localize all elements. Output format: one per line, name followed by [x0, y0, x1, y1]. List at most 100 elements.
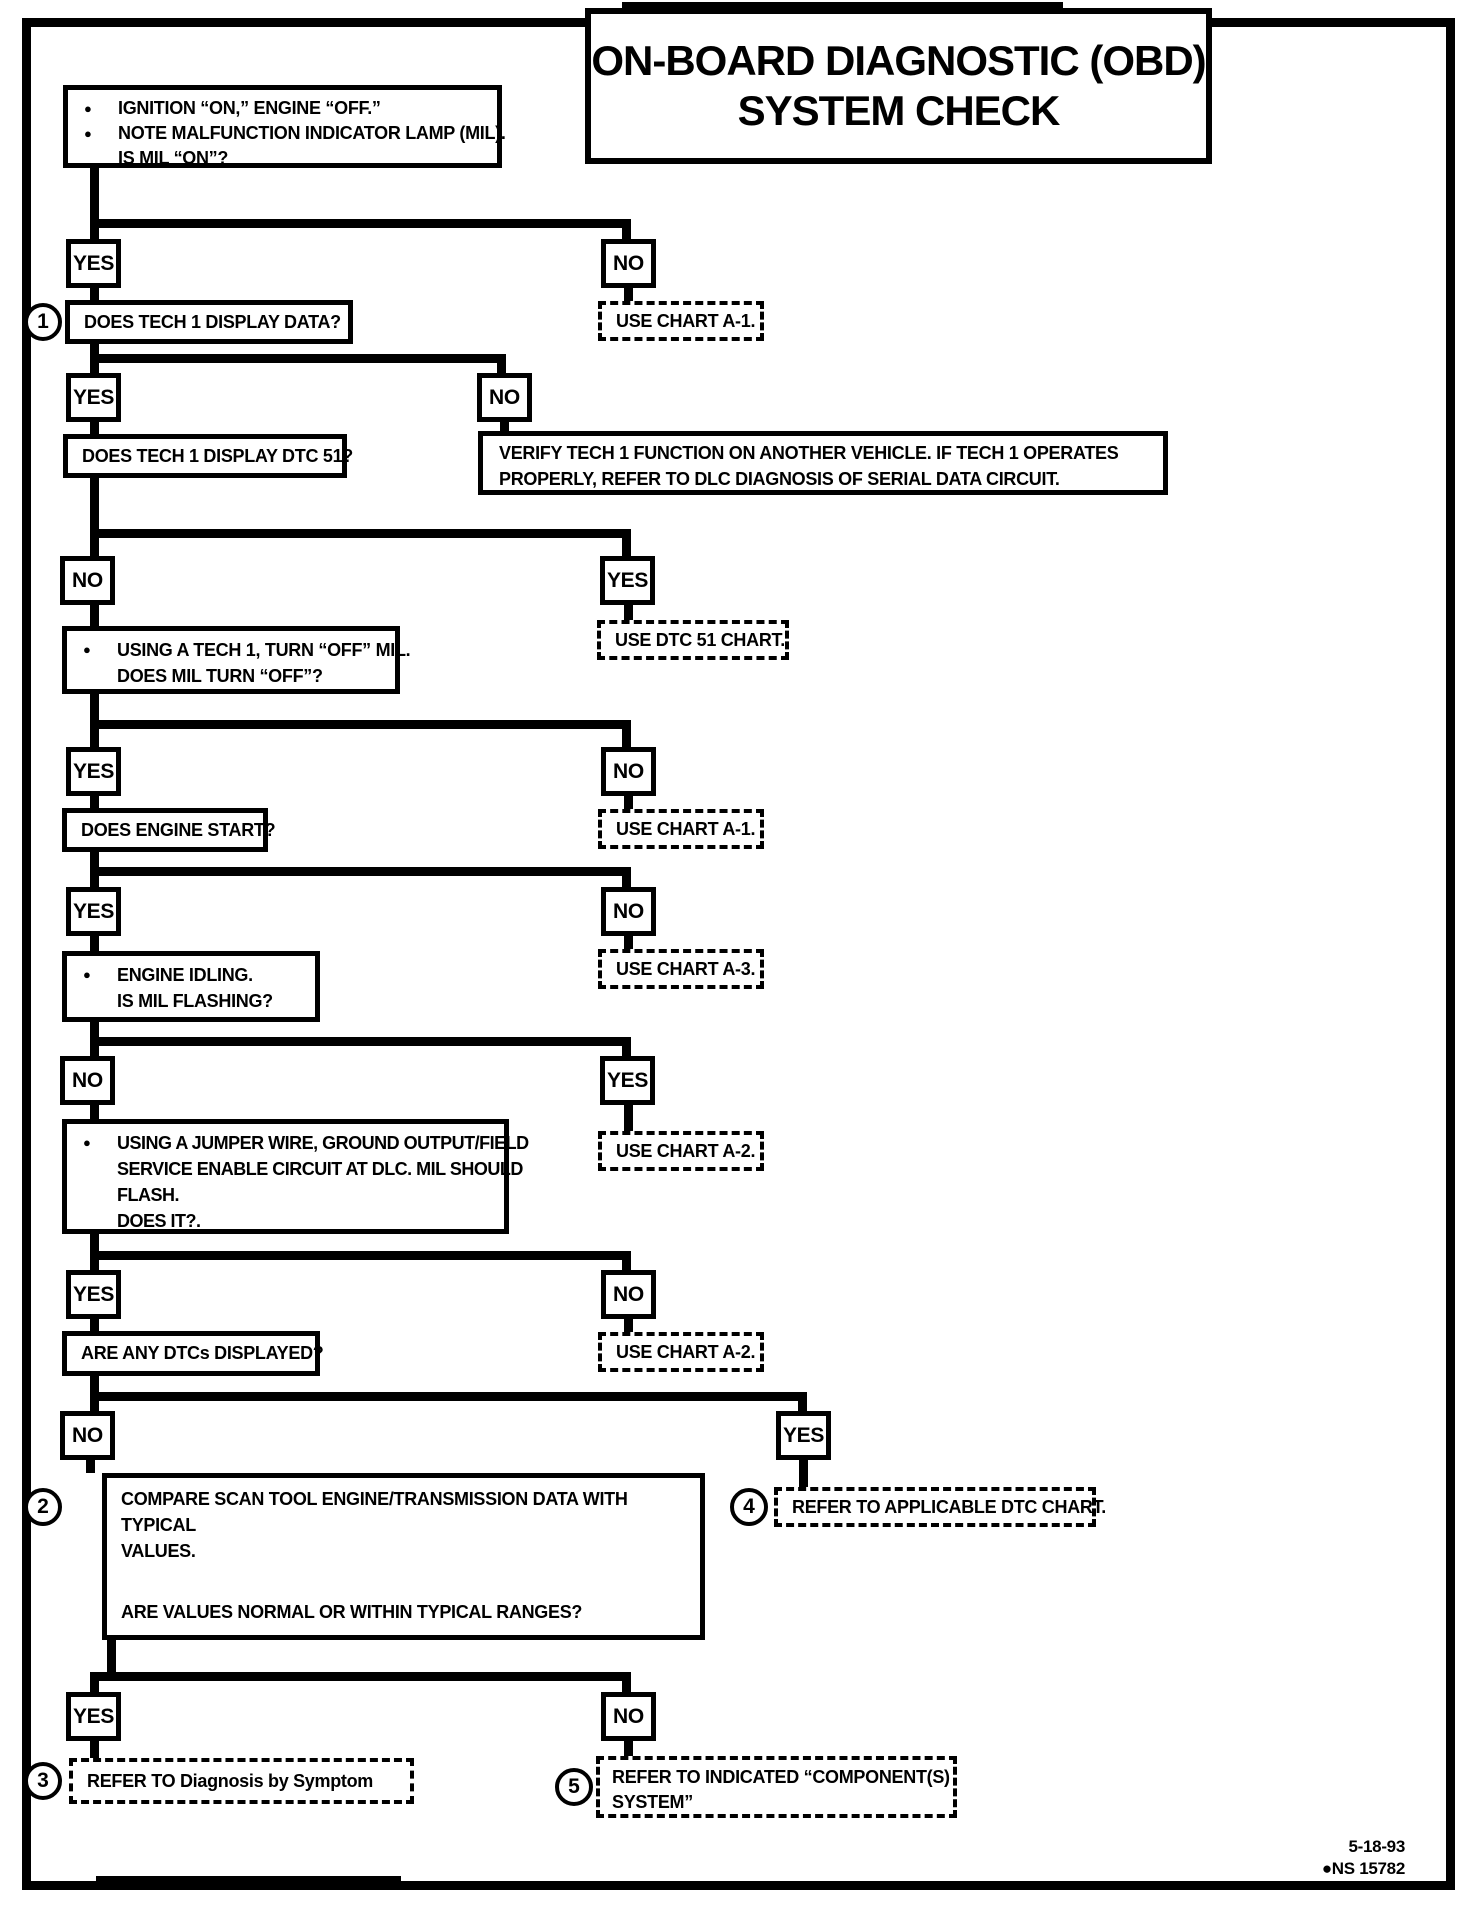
text-line: VERIFY TECH 1 FUNCTION ON ANOTHER VEHICL… — [499, 443, 1119, 463]
connector-line — [90, 363, 99, 373]
scan-artifact-bottom-bar — [96, 1876, 401, 1890]
text-line: DOES MIL TURN “OFF”? — [117, 666, 323, 686]
node-q-display-data: DOES TECH 1 DISPLAY DATA? — [65, 300, 353, 344]
connector-line — [90, 694, 99, 729]
text-line: REFER TO Diagnosis by Symptom — [87, 1770, 374, 1791]
node-start: ● IGNITION “ON,” ENGINE “OFF.” ● NOTE MALF… — [63, 85, 506, 168]
node-use-chart-a1: USE CHART A-1. — [598, 301, 764, 341]
bullet-icon: ● — [84, 126, 92, 141]
connector-line — [90, 422, 99, 434]
decision-yes-7: YES — [66, 1270, 121, 1319]
node-use-dtc51-chart: USE DTC 51 CHART. — [597, 620, 789, 660]
connector-line — [622, 1046, 631, 1056]
step-circle-1: 1 — [24, 303, 62, 341]
connector-line — [90, 1022, 99, 1046]
connector-line — [90, 344, 99, 363]
text-line: IS MIL FLASHING? — [117, 991, 273, 1011]
connector-line — [90, 1681, 99, 1692]
connector-line — [622, 1681, 631, 1692]
chart-title: ON-BOARD DIAGNOSTIC (OBD) SYSTEM CHECK — [585, 8, 1212, 164]
bullet-icon: ● — [83, 1135, 91, 1150]
connector-line — [90, 1234, 99, 1260]
connector-line — [90, 167, 99, 228]
connector-line — [90, 288, 99, 300]
text-line: REFER TO APPLICABLE DTC CHART. — [792, 1496, 1107, 1517]
connector-line — [90, 605, 99, 626]
decision-yes-4: YES — [66, 747, 121, 796]
connector-line — [90, 1319, 99, 1331]
text-line: IGNITION “ON,” ENGINE “OFF.” — [118, 98, 381, 118]
title-line-2: SYSTEM CHECK — [737, 87, 1061, 134]
decision-no-9: NO — [601, 1692, 656, 1741]
connector-line — [90, 1672, 631, 1681]
node-use-chart-a1-2: USE CHART A-1. — [598, 809, 764, 849]
connector-line — [90, 354, 506, 363]
connector-line — [497, 363, 506, 373]
connector-line — [90, 1392, 807, 1401]
connector-line — [90, 796, 99, 808]
text-line: PROPERLY, REFER TO DLC DIAGNOSIS OF SERI… — [499, 469, 1060, 489]
text-line: USE CHART A-3. — [616, 958, 756, 979]
connector-line — [90, 852, 99, 876]
bullet-icon: ● — [83, 642, 91, 657]
text-line: SERVICE ENABLE CIRCUIT AT DLC. MIL SHOUL… — [117, 1159, 523, 1179]
decision-yes-1: YES — [66, 239, 121, 288]
text-line: USING A TECH 1, TURN “OFF” MIL. — [117, 640, 411, 660]
text-line: VALUES. — [121, 1541, 196, 1561]
step-circle-4: 4 — [730, 1488, 768, 1526]
connector-line — [90, 876, 99, 887]
node-use-chart-a2: USE CHART A-2. — [598, 1131, 764, 1171]
node-q-jumper-wire: ●USING A JUMPER WIRE, GROUND OUTPUT/FIEL… — [62, 1119, 529, 1234]
connector-line — [90, 936, 99, 951]
connector-line — [624, 1741, 633, 1756]
text-line: SYSTEM” — [612, 1792, 693, 1812]
node-q-engine-start: DOES ENGINE START? — [62, 808, 276, 852]
title-line-1: ON-BOARD DIAGNOSTIC (OBD) — [591, 37, 1206, 84]
connector-line — [90, 1037, 631, 1046]
connector-line — [90, 219, 631, 228]
node-q-display-dtc51: DOES TECH 1 DISPLAY DTC 51? — [63, 434, 353, 478]
connector-line — [624, 605, 633, 620]
bullet-icon: ● — [84, 101, 92, 116]
connector-line — [622, 538, 631, 556]
connector-line — [622, 876, 631, 887]
decision-no-5: NO — [601, 887, 656, 936]
revision-date: 5-18-93 — [1348, 1837, 1406, 1856]
node-refer-dtc-chart: REFER TO APPLICABLE DTC CHART. — [774, 1487, 1106, 1527]
decision-yes-9: YES — [66, 1692, 121, 1741]
connector-line — [90, 729, 99, 747]
connector-line — [90, 478, 99, 538]
node-q-compare-values: COMPARE SCAN TOOL ENGINE/TRANSMISSION DA… — [102, 1473, 705, 1640]
step-circle-2: 2 — [24, 1488, 62, 1526]
text-line: IS MIL “ON”? — [118, 148, 229, 168]
text-line: NOTE MALFUNCTION INDICATOR LAMP (MIL). — [118, 123, 506, 143]
connector-line — [90, 1251, 631, 1260]
text-line: ENGINE IDLING. — [117, 965, 253, 985]
decision-yes-3: YES — [600, 556, 655, 605]
node-refer-component: REFER TO INDICATED “COMPONENT(S) SYSTEM” — [596, 1756, 957, 1818]
connector-line — [500, 422, 509, 431]
node-q-turn-off-mil: ● USING A TECH 1, TURN “OFF” MIL. DOES MI… — [62, 626, 411, 694]
connector-line — [90, 1741, 99, 1758]
document-code: ●NS 15782 — [1321, 1859, 1405, 1878]
connector-line — [799, 1460, 808, 1487]
decision-no-3: NO — [60, 556, 115, 605]
step-circle-5: 5 — [555, 1768, 593, 1806]
connector-line — [90, 538, 99, 556]
connector-line — [622, 228, 631, 239]
decision-no-4: NO — [601, 747, 656, 796]
connector-line — [90, 1401, 99, 1411]
node-q-dtcs-displayed: ARE ANY DTCs DISPLAYED? — [62, 1331, 324, 1376]
connector-line — [86, 1460, 95, 1473]
decision-yes-8: YES — [776, 1411, 831, 1460]
text-block: COMPARE SCAN TOOL ENGINE/TRANSMISSION DA… — [121, 1486, 690, 1564]
connector-line — [90, 867, 631, 876]
decision-no-1: NO — [601, 239, 656, 288]
connector-line — [90, 1260, 99, 1270]
connector-line — [107, 1640, 116, 1681]
connector-line — [624, 288, 633, 301]
connector-line — [90, 1105, 99, 1119]
decision-no-8: NO — [60, 1411, 115, 1460]
text-line: DOES IT?. — [117, 1211, 201, 1231]
